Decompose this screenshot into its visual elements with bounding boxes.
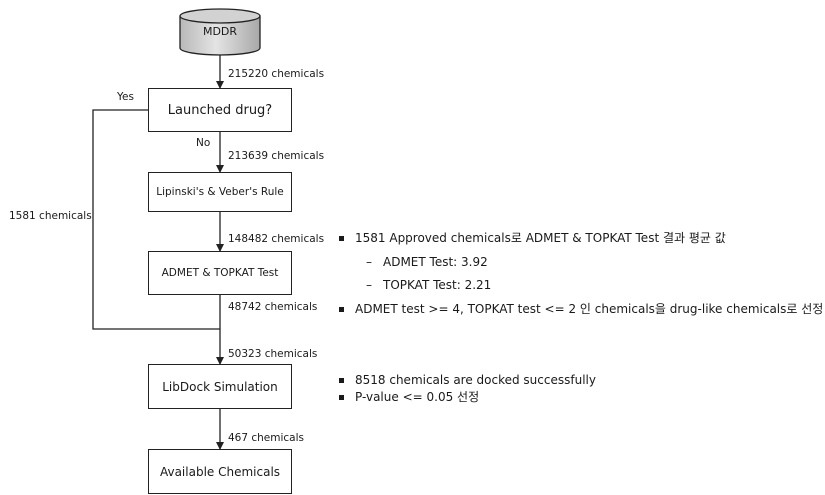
libdock-simulation-box: LibDock Simulation [148, 364, 292, 409]
note-selection-criteria: ADMET test >= 4, TOPKAT test <= 2 인 chem… [355, 302, 824, 316]
note-admet-value: ADMET Test: 3.92 [383, 255, 488, 269]
no-label: No [196, 137, 211, 149]
libdock-simulation-label: LibDock Simulation [162, 379, 278, 394]
lipinski-veber-rule-box: Lipinski's & Veber's Rule [148, 172, 292, 212]
count-admet-out: 48742 chemicals [228, 301, 318, 313]
available-chemicals-box: Available Chemicals [148, 449, 292, 494]
count-launched-out: 213639 chemicals [228, 150, 325, 162]
note-docked-success: 8518 chemicals are docked successfully [355, 373, 596, 387]
launched-drug-decision: Launched drug? [148, 88, 292, 132]
bullet-icon [339, 307, 344, 312]
yes-branch-line [92, 109, 220, 330]
dash-icon: – [366, 278, 372, 292]
database-cylinder-icon [179, 8, 261, 56]
count-libdock-out: 467 chemicals [228, 432, 305, 444]
available-chemicals-label: Available Chemicals [159, 464, 281, 479]
admet-topkat-label: ADMET & TOPKAT Test [161, 267, 279, 279]
lipinski-veber-label: Lipinski's & Veber's Rule [156, 186, 284, 198]
launched-drug-label: Launched drug? [167, 102, 273, 118]
note-admet-average: 1581 Approved chemicals로 ADMET & TOPKAT … [355, 231, 726, 245]
count-merged: 50323 chemicals [228, 348, 318, 360]
yes-label: Yes [117, 91, 134, 103]
count-yes-branch: 1581 chemicals [9, 210, 92, 222]
admet-topkat-test-box: ADMET & TOPKAT Test [148, 251, 292, 295]
dash-icon: – [366, 255, 372, 269]
note-topkat-value: TOPKAT Test: 2.21 [383, 278, 492, 292]
bullet-icon [339, 236, 344, 241]
count-lipinski-out: 148482 chemicals [228, 233, 325, 245]
database-label: MDDR [202, 25, 238, 38]
note-pvalue-criteria: P-value <= 0.05 선정 [355, 390, 480, 404]
bullet-icon [339, 395, 344, 400]
count-mddr-out: 215220 chemicals [228, 68, 325, 80]
bullet-icon [339, 378, 344, 383]
